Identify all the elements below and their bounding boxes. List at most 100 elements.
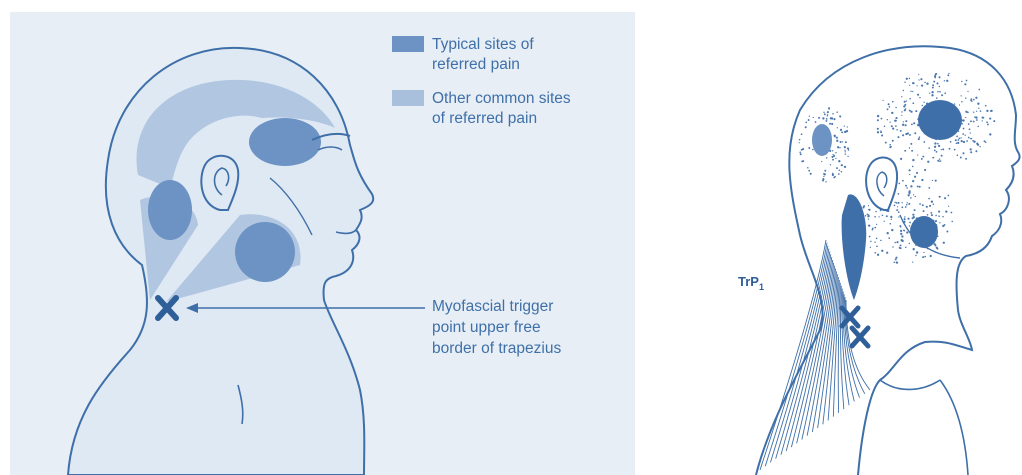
stipple-dot xyxy=(836,140,838,142)
stipple-dot xyxy=(917,154,918,155)
stipple-dot xyxy=(910,111,912,113)
stipple-dot xyxy=(970,120,972,122)
stipple-dot xyxy=(965,117,966,118)
trigger-point-label-subscript: 1 xyxy=(759,282,764,292)
stipple-dot xyxy=(914,132,916,134)
stipple-dot xyxy=(808,147,810,149)
stipple-dot xyxy=(912,180,914,182)
stipple-dot xyxy=(928,187,930,189)
stipple-dot xyxy=(847,147,849,149)
stipple-dot xyxy=(872,229,874,231)
stipple-dot xyxy=(961,140,963,142)
stipple-dot xyxy=(965,111,967,113)
stipple-dot xyxy=(935,245,937,247)
stipple-dot xyxy=(901,115,902,116)
stipple-dot xyxy=(905,185,907,187)
stipple-dot xyxy=(799,152,801,154)
stipple-dot xyxy=(818,117,820,119)
stipple-dot xyxy=(963,141,965,143)
stipple-dot xyxy=(962,119,964,121)
stipple-dot xyxy=(978,108,979,109)
stipple-dot xyxy=(822,117,824,119)
stipple-dot xyxy=(815,121,817,123)
stipple-dot xyxy=(940,160,942,162)
stipple-dot xyxy=(908,203,910,205)
stipple-dot xyxy=(944,224,946,226)
stipple-dot xyxy=(946,231,948,233)
stipple-dot xyxy=(975,150,977,152)
stipple-dot xyxy=(898,216,899,217)
stipple-dot xyxy=(844,125,845,126)
stipple-dot xyxy=(833,118,835,120)
stipple-dot xyxy=(975,116,977,118)
stipple-dot xyxy=(915,110,917,112)
stipple-dot xyxy=(799,142,800,143)
stipple-dot xyxy=(909,169,911,171)
stipple-dot xyxy=(973,111,974,112)
stipple-dot xyxy=(935,73,937,75)
stipple-dot xyxy=(909,225,910,226)
stipple-dot xyxy=(912,262,913,263)
stipple-dot xyxy=(826,118,828,120)
stipple-dot xyxy=(922,105,923,106)
stipple-dot xyxy=(912,159,914,161)
stipple-dot xyxy=(824,113,826,115)
stipple-dot xyxy=(929,205,931,207)
stipple-dot xyxy=(896,261,898,263)
stipple-dot xyxy=(801,160,803,162)
stipple-dot xyxy=(904,101,906,103)
stipple-dot xyxy=(949,148,951,150)
legend-label-typical-line-2: referred pain xyxy=(432,56,520,73)
stipple-dot xyxy=(922,256,924,258)
stipple-dot xyxy=(909,243,910,244)
stipple-dot xyxy=(951,221,953,223)
stipple-dot xyxy=(832,150,833,151)
stipple-dot xyxy=(911,150,913,152)
stipple-dot xyxy=(932,87,934,89)
stipple-dot xyxy=(941,94,943,96)
stipple-dot xyxy=(948,195,950,197)
stipple-dot xyxy=(887,232,889,234)
stipple-dot xyxy=(985,141,986,142)
stipple-dot xyxy=(881,250,883,252)
stipple-dot xyxy=(910,91,911,92)
stipple-dot xyxy=(924,256,926,258)
stipple-dot xyxy=(901,235,903,237)
stipple-dot xyxy=(889,146,891,148)
stipple-dot xyxy=(895,125,897,127)
stipple-dot xyxy=(977,126,979,128)
left-diagram: Typical sites of referred pain Other com… xyxy=(10,12,635,475)
stipple-dot xyxy=(937,160,939,162)
stipple-dot xyxy=(895,258,897,260)
stipple-dot xyxy=(971,138,972,139)
stipple-dot xyxy=(973,121,975,123)
stipple-dot xyxy=(841,171,842,172)
stipple-dot xyxy=(898,211,900,213)
stipple-dot xyxy=(802,148,804,150)
stipple-dot xyxy=(931,214,933,216)
stipple-dot xyxy=(882,100,883,101)
stipple-dot xyxy=(936,82,938,84)
stipple-dot xyxy=(844,146,846,148)
stipple-dot xyxy=(891,229,893,231)
stipple-dot xyxy=(828,108,829,109)
stipple-dot xyxy=(898,202,900,204)
stipple-dot xyxy=(909,78,910,79)
stipple-dot xyxy=(956,142,958,144)
trigger-point-label-main: TrP xyxy=(738,274,759,289)
stipple-dot xyxy=(895,257,897,259)
stipple-dot xyxy=(901,202,902,203)
stipple-dot xyxy=(911,124,913,126)
stipple-dot xyxy=(919,136,921,138)
stipple-dot xyxy=(948,73,949,74)
trigger-point-label: TrP1 xyxy=(738,274,764,292)
stipple-dot xyxy=(906,204,908,206)
stipple-dot xyxy=(835,158,836,159)
stipple-dot xyxy=(902,180,904,182)
stipple-dot xyxy=(870,241,872,243)
stipple-dot xyxy=(905,124,907,126)
stipple-dot xyxy=(889,122,890,123)
stipple-dot xyxy=(922,156,924,158)
stipple-dot xyxy=(807,167,809,169)
stipple-dot xyxy=(868,214,870,216)
